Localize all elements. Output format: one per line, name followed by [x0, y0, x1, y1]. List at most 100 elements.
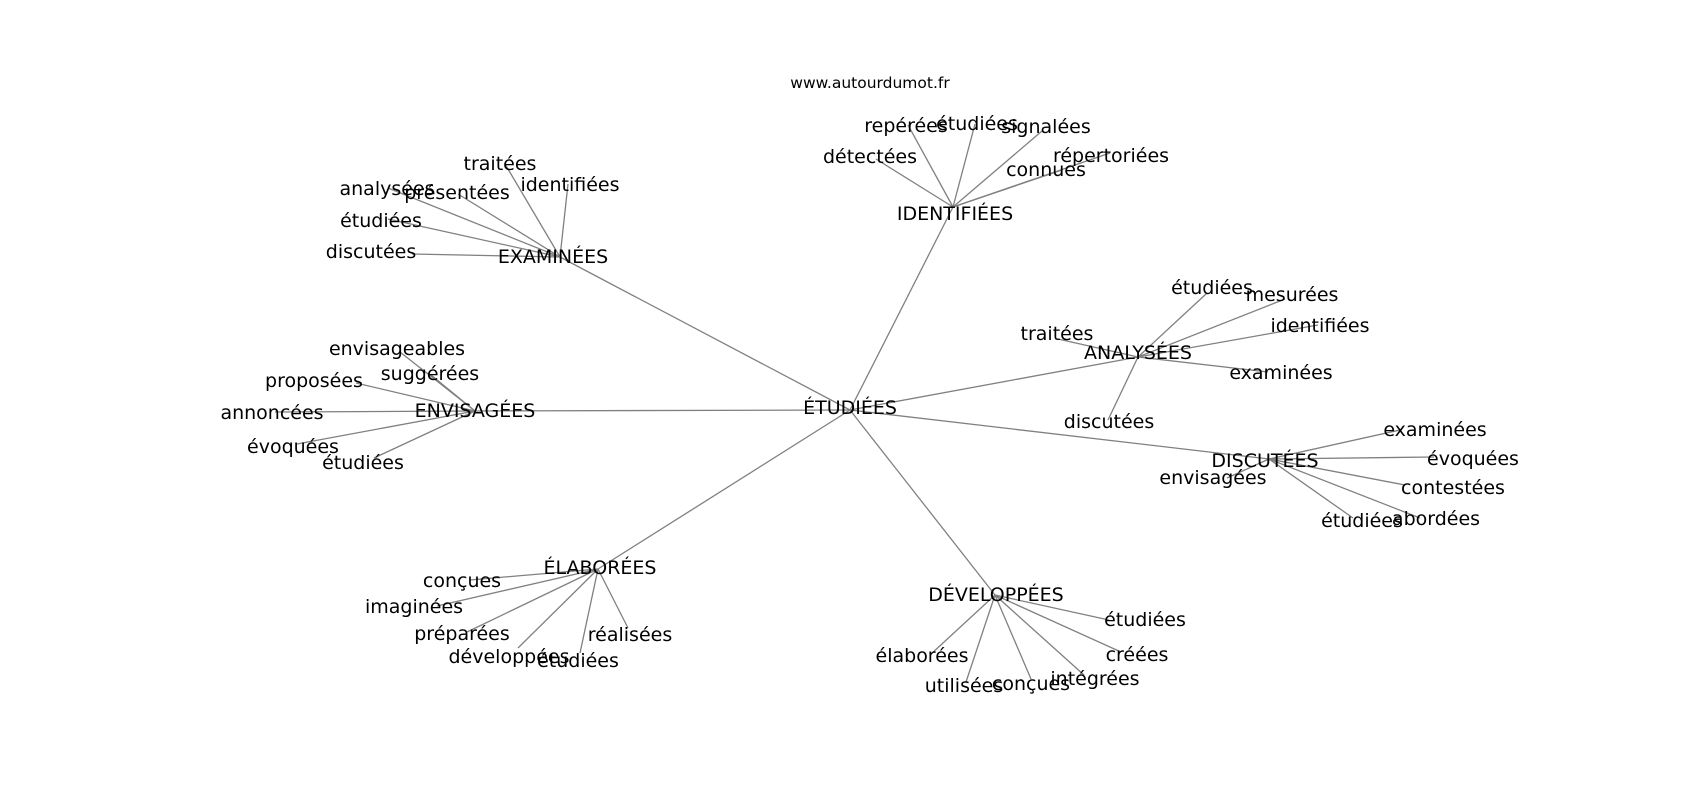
edges — [274, 123, 1435, 683]
leaf-word-developpees-1[interactable]: élaborées — [876, 645, 969, 667]
group-word-envisagees[interactable]: ENVISAGÉES — [415, 399, 536, 422]
leaf-word-examinees-1[interactable]: identifiées — [520, 174, 619, 196]
edge-developpees-leaf-0 — [994, 594, 1110, 621]
edge-center-examinees — [559, 256, 851, 411]
leaf-word-examinees-3[interactable]: présentées — [404, 182, 510, 204]
edge-envisagees-leaf-4 — [296, 410, 476, 445]
leaf-word-identifiees-1[interactable]: étudiées — [936, 113, 1018, 135]
edge-elaborees-leaf-5 — [579, 568, 599, 654]
edge-analysees-leaf-3 — [1057, 338, 1139, 358]
leaf-word-elaborees-5[interactable]: étudiées — [537, 650, 619, 672]
edge-discutees-leaf-4 — [1268, 458, 1421, 519]
edge-examinees-leaf-2 — [387, 187, 561, 258]
edge-elaborees-leaf-0 — [469, 568, 599, 581]
edge-identifiees-leaf-5 — [952, 169, 1063, 208]
edge-analysees-leaf-5 — [1107, 356, 1139, 421]
leaf-word-envisagees-4[interactable]: évoquées — [247, 436, 339, 458]
leaf-word-envisagees-3[interactable]: annoncées — [220, 402, 323, 424]
edge-developpees-leaf-4 — [965, 594, 996, 683]
leaf-word-analysees-0[interactable]: étudiées — [1171, 277, 1253, 299]
edge-discutees-leaf-5 — [1268, 458, 1354, 519]
leaf-word-elaborees-2[interactable]: préparées — [414, 623, 510, 645]
edge-identifiees-leaf-0 — [907, 124, 954, 208]
group-word-discutees[interactable]: DISCUTÉES — [1211, 449, 1318, 472]
edge-center-developpees — [849, 409, 996, 596]
leaf-word-envisagees-1[interactable]: proposées — [265, 370, 363, 392]
edge-analysees-leaf-2 — [1137, 324, 1319, 358]
edge-examinees-leaf-4 — [387, 218, 561, 258]
leaf-word-developpees-4[interactable]: utilisées — [925, 675, 1004, 697]
leaf-word-developpees-2[interactable]: créées — [1106, 644, 1169, 666]
edge-identifiees-leaf-1 — [952, 123, 976, 208]
edge-envisagees-leaf-3 — [274, 410, 476, 413]
edge-center-envisagees — [474, 409, 851, 412]
edge-envisagees-leaf-1 — [355, 382, 476, 412]
edge-analysees-leaf-0 — [1137, 293, 1207, 358]
leaf-word-identifiees-2[interactable]: signalées — [1001, 116, 1090, 138]
leaf-word-identifiees-3[interactable]: détectées — [823, 146, 917, 168]
leaf-word-identifiees-4[interactable]: répertoriées — [1053, 145, 1169, 167]
leaf-word-examinees-0[interactable]: traitées — [464, 153, 537, 175]
edge-examinees-leaf-1 — [559, 183, 569, 258]
group-word-identifiees[interactable]: IDENTIFIÉES — [897, 202, 1013, 225]
leaf-word-envisagees-2[interactable]: suggérées — [381, 363, 479, 385]
edge-developpees-leaf-3 — [994, 594, 1085, 676]
leaf-word-elaborees-0[interactable]: conçues — [423, 570, 501, 592]
edge-developpees-leaf-2 — [994, 594, 1122, 653]
edge-envisagees-leaf-2 — [430, 374, 476, 412]
leaf-word-elaborees-1[interactable]: imaginées — [365, 596, 463, 618]
leaf-word-examinees-4[interactable]: étudiées — [340, 210, 422, 232]
group-word-analysees[interactable]: ANALYSÉES — [1084, 341, 1192, 364]
leaf-word-identifiees-0[interactable]: repérées — [864, 115, 948, 137]
edge-analysees-leaf-1 — [1137, 298, 1286, 358]
leaf-word-envisagees-0[interactable]: envisageables — [329, 338, 465, 360]
edge-examinees-leaf-5 — [411, 253, 561, 258]
edge-center-analysees — [849, 356, 1139, 411]
edge-developpees-leaf-1 — [929, 594, 996, 656]
edge-analysees-leaf-4 — [1137, 356, 1269, 373]
edge-examinees-leaf-3 — [457, 193, 561, 258]
leaf-word-identifiees-5[interactable]: connues — [1006, 159, 1086, 181]
edge-discutees-leaf-1 — [1268, 456, 1435, 460]
leaf-word-examinees-2[interactable]: analysées — [339, 178, 434, 200]
leaf-word-developpees-5[interactable]: conçues — [992, 673, 1070, 695]
edge-elaborees-leaf-1 — [436, 568, 599, 607]
leaf-word-analysees-4[interactable]: examinées — [1229, 362, 1332, 384]
leaf-word-analysees-5[interactable]: discutées — [1064, 411, 1154, 433]
edge-elaborees-leaf-2 — [466, 568, 599, 633]
leaf-word-envisagees-5[interactable]: étudiées — [322, 452, 404, 474]
edge-elaborees-leaf-4 — [517, 568, 599, 649]
leaf-word-discutees-5[interactable]: étudiées — [1321, 510, 1403, 532]
edge-elaborees-leaf-3 — [597, 568, 629, 629]
leaf-word-analysees-3[interactable]: traitées — [1021, 323, 1094, 345]
leaf-word-discutees-1[interactable]: évoquées — [1427, 448, 1519, 470]
leaf-word-discutees-0[interactable]: examinées — [1383, 419, 1486, 441]
group-word-examinees[interactable]: EXAMINÉES — [498, 245, 608, 268]
leaf-word-discutees-3[interactable]: contestées — [1401, 477, 1505, 499]
edge-identifiees-leaf-3 — [875, 158, 954, 208]
group-word-elaborees[interactable]: ÉLABORÉES — [544, 556, 657, 579]
labels: www.autourdumot.fr ÉTUDIÉES EXAMINÉES trai… — [220, 74, 1519, 697]
edge-discutees-leaf-2 — [1226, 458, 1270, 479]
edge-center-discutees — [849, 409, 1270, 460]
leaf-word-analysees-2[interactable]: identifiées — [1270, 315, 1369, 337]
leaf-word-elaborees-4[interactable]: développées — [449, 646, 570, 668]
group-word-developpees[interactable]: DÉVELOPPÉES — [928, 583, 1064, 606]
leaf-word-discutees-2[interactable]: envisagées — [1159, 467, 1266, 489]
edge-discutees-leaf-0 — [1268, 429, 1401, 460]
site-url[interactable]: www.autourdumot.fr — [790, 74, 950, 92]
leaf-word-developpees-0[interactable]: étudiées — [1104, 609, 1186, 631]
edge-center-elaborees — [597, 409, 851, 570]
edge-center-identifiees — [849, 206, 954, 411]
edge-envisagees-leaf-5 — [373, 410, 476, 459]
leaf-word-examinees-5[interactable]: discutées — [326, 241, 416, 263]
edge-examinees-leaf-0 — [504, 163, 561, 258]
leaf-word-developpees-3[interactable]: intégrées — [1050, 668, 1139, 690]
edge-discutees-leaf-3 — [1268, 458, 1406, 486]
leaf-word-elaborees-3[interactable]: réalisées — [588, 624, 672, 646]
edge-developpees-leaf-5 — [994, 594, 1032, 680]
leaf-word-analysees-1[interactable]: mesurées — [1246, 284, 1339, 306]
center-word[interactable]: ÉTUDIÉES — [803, 396, 897, 419]
leaf-word-discutees-4[interactable]: abordées — [1392, 508, 1480, 530]
